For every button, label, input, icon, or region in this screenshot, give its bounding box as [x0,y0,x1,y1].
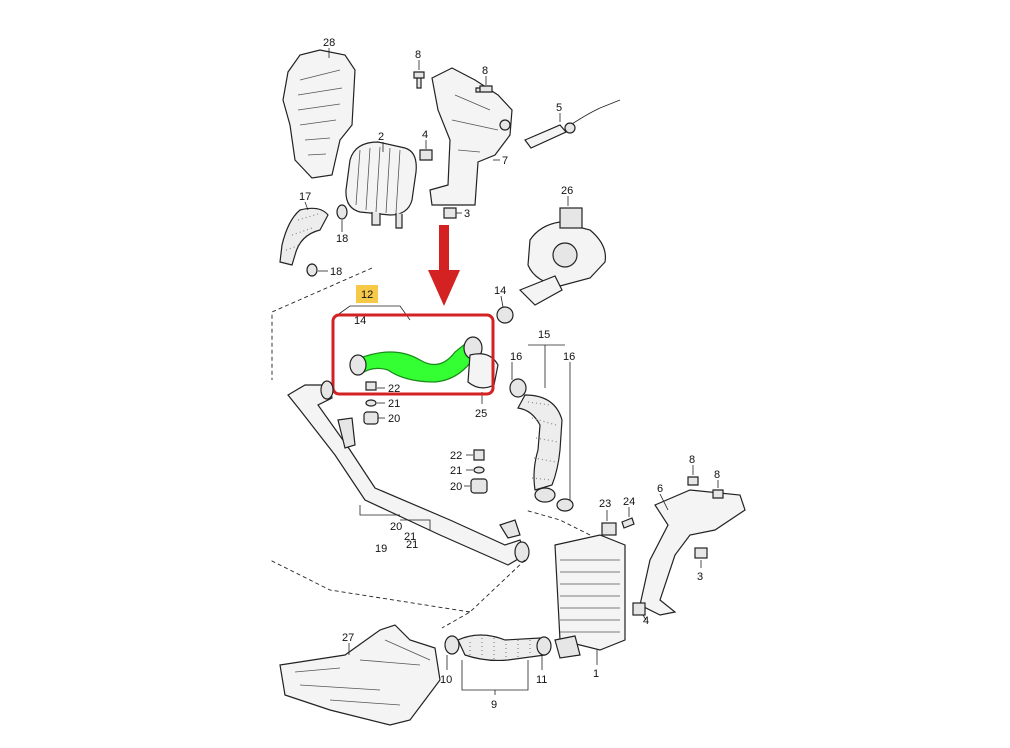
callout-24: 24 [623,496,635,508]
part-4-nut-b[interactable] [632,602,646,616]
part-21-washer-a[interactable] [365,399,377,407]
callout-2: 2 [378,131,384,143]
part-17-hose[interactable] [279,207,329,266]
callout-19: 19 [375,543,387,555]
callout-17: 17 [299,191,311,203]
part-15-corrugated-hose[interactable] [517,394,563,491]
callout-20-c: 20 [390,521,402,533]
callout-22-a: 22 [388,383,400,395]
part-3-nut-b[interactable] [694,547,708,559]
callout-4-b: 4 [643,615,649,627]
part-18-clamp-b[interactable] [306,263,318,277]
part-16-clamp-b[interactable] [534,487,556,503]
part-11-clamp[interactable] [536,636,552,656]
callout-23: 23 [599,498,611,510]
part-12-charge-air-hose[interactable] [349,336,483,383]
part-22-bolt-b[interactable] [473,449,485,461]
part-24-screw[interactable] [621,517,635,529]
callout-8-b: 8 [482,65,488,77]
callout-21-a: 21 [388,398,400,410]
callout-21-d: 21 [406,539,418,551]
callout-20-a: 20 [388,413,400,425]
callout-14-a: 14 [494,285,506,297]
callout-8-a: 8 [415,49,421,61]
callout-12: 12 [361,289,373,301]
callout-18-b: 18 [330,266,342,278]
callout-22-b: 22 [450,450,462,462]
part-10-clamp[interactable] [444,635,460,655]
callout-6: 6 [657,483,663,495]
callout-16-b: 16 [563,351,575,363]
callout-9: 9 [491,699,497,711]
part-7-bracket[interactable] [429,67,513,206]
callout-1: 1 [593,668,599,680]
callout-20-b: 20 [450,481,462,493]
callout-8-d: 8 [714,469,720,481]
callout-16-a: 16 [510,351,522,363]
part-26-turbo-valve[interactable] [518,207,607,306]
callout-10: 10 [440,674,452,686]
callout-21-c: 21 [404,531,416,543]
callout-27: 27 [342,632,354,644]
part-21-washer-b[interactable] [473,466,485,474]
part-1-intercooler[interactable] [554,534,626,659]
callout-3-a: 3 [464,208,470,220]
callout-8-c: 8 [689,454,695,466]
part-22-bolt-a[interactable] [365,381,377,391]
part-16-clamp-a[interactable] [509,378,527,398]
part-9-lower-hose[interactable] [457,634,546,662]
part-20-mount-b[interactable] [470,478,488,494]
callout-7: 7 [502,155,508,167]
part-28-heat-shield[interactable] [282,49,356,179]
callout-26: 26 [561,185,573,197]
part-2-resonator[interactable] [345,141,417,229]
part-5-sensor[interactable] [524,99,621,149]
part-19-charge-pipe[interactable] [287,380,530,566]
callout-5: 5 [556,102,562,114]
callout-15: 15 [538,329,550,341]
callout-14-b: 14 [354,315,366,327]
part-8-bolt-c[interactable] [687,476,699,486]
part-16-clamp-c[interactable] [556,498,574,512]
part-8-bolt-a[interactable] [413,71,425,89]
part-18-clamp-a[interactable] [336,204,348,220]
part-20-mount-a[interactable] [363,411,379,425]
part-6-bracket[interactable] [639,489,746,616]
part-27-lower-shield[interactable] [279,624,441,726]
callout-25: 25 [475,408,487,420]
highlight-frame [331,313,495,396]
part-3-nut-a[interactable] [443,207,457,219]
callout-21-b: 21 [450,465,462,477]
callout-11: 11 [536,674,547,686]
part-8-bolt-d[interactable] [712,489,724,499]
callout-4-a: 4 [422,129,428,141]
part-14-clamp-a[interactable] [496,306,514,324]
red-arrow-icon [428,225,460,306]
callout-18-a: 18 [336,233,348,245]
part-4-nut-a[interactable] [419,149,433,161]
callout-3-b: 3 [697,571,703,583]
callout-28: 28 [323,37,335,49]
callout-12-tag [356,285,378,303]
part-8-bolt-b[interactable] [475,85,493,93]
part-23-grommet[interactable] [601,522,617,536]
